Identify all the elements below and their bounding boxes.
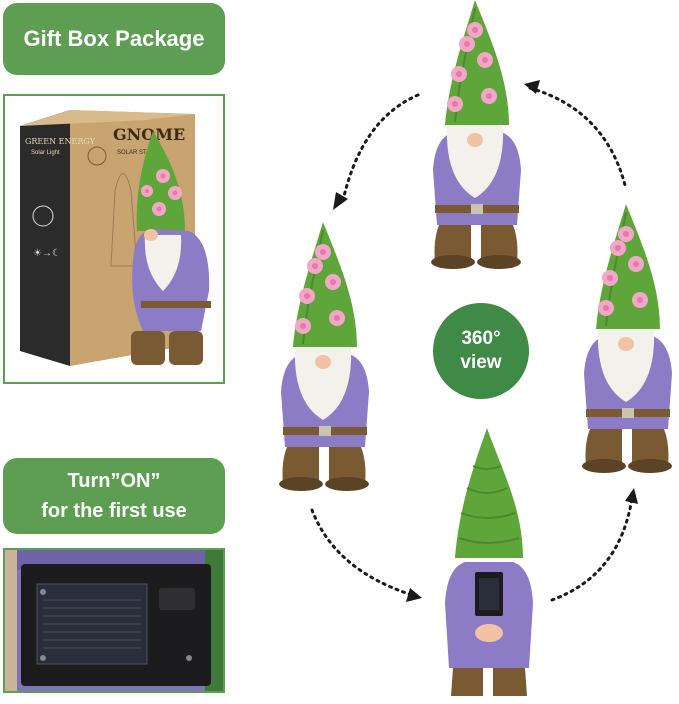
gnome-left-view (273, 222, 377, 494)
gift-box-label: Gift Box Package (3, 3, 225, 75)
rotation-arrow-top-left (340, 93, 420, 207)
view-360-badge: 360° view (433, 303, 529, 399)
view-360-line2: view (460, 352, 502, 373)
box-sub-text: Solar Light (31, 150, 60, 156)
view-360-line1: 360° (461, 328, 501, 349)
gnome-right-view (576, 204, 679, 476)
gift-box-photo: GREEN ENERGY Solar Light ☀→☾ GNOME SOLAR… (3, 94, 225, 384)
gift-box-label-text: Gift Box Package (23, 26, 205, 51)
box-product-sub: SOLAR STATUE (117, 150, 162, 156)
rotation-arrow-bottom-right (550, 496, 634, 602)
turn-on-line2: for the first use (41, 500, 187, 522)
svg-text:☀→☾: ☀→☾ (33, 248, 61, 259)
rotation-arrow-top-right (528, 86, 627, 187)
solar-panel-photo (3, 548, 225, 693)
turn-on-label: Turn”ON” for the first use (3, 458, 225, 534)
gnome-front-view (425, 0, 529, 272)
box-brand-text: GREEN ENERGY (25, 137, 96, 146)
gnome-back-view (437, 428, 541, 700)
solar-panel-icon (5, 550, 223, 691)
box-product-text: GNOME (113, 125, 185, 144)
rotation-arrow-bottom-left (310, 508, 414, 597)
turn-on-line1: Turn”ON” (67, 470, 161, 492)
